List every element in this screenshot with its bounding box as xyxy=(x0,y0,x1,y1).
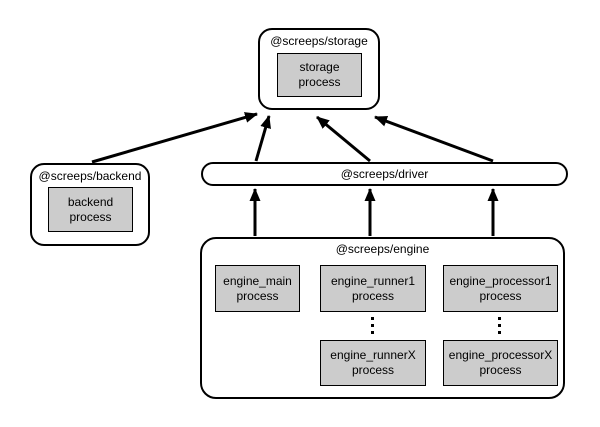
storage-title: @screeps/storage xyxy=(270,34,368,48)
arrow-driver-to-storage-left xyxy=(254,115,271,162)
arrow-driver-to-storage-right xyxy=(374,115,494,163)
engine-title: @screeps/engine xyxy=(335,242,430,256)
arrow-backend-to-storage xyxy=(91,112,258,164)
arrow-driver-to-storage-middle xyxy=(316,115,371,163)
driver-node: @screeps/driver xyxy=(201,162,568,186)
backend-node: @screeps/backend backend process xyxy=(30,163,150,246)
backend-title: @screeps/backend xyxy=(38,169,142,183)
driver-title: @screeps/driver xyxy=(340,167,429,181)
runner-ellipsis-icon xyxy=(371,317,374,334)
engine-main-process-box: engine_main process xyxy=(215,265,300,312)
storage-process-box: storage process xyxy=(277,53,362,97)
engine-processorX-process-box: engine_processorX process xyxy=(443,340,558,386)
engine-runner1-process-box: engine_runner1 process xyxy=(320,265,426,312)
storage-node: @screeps/storage storage process xyxy=(258,28,380,110)
engine-processor1-process-box: engine_processor1 process xyxy=(443,265,558,312)
engine-runnerX-process-box: engine_runnerX process xyxy=(320,340,426,386)
backend-process-box: backend process xyxy=(48,187,133,232)
engine-node: @screeps/engine engine_main process engi… xyxy=(200,237,565,399)
processor-ellipsis-icon xyxy=(498,317,501,334)
